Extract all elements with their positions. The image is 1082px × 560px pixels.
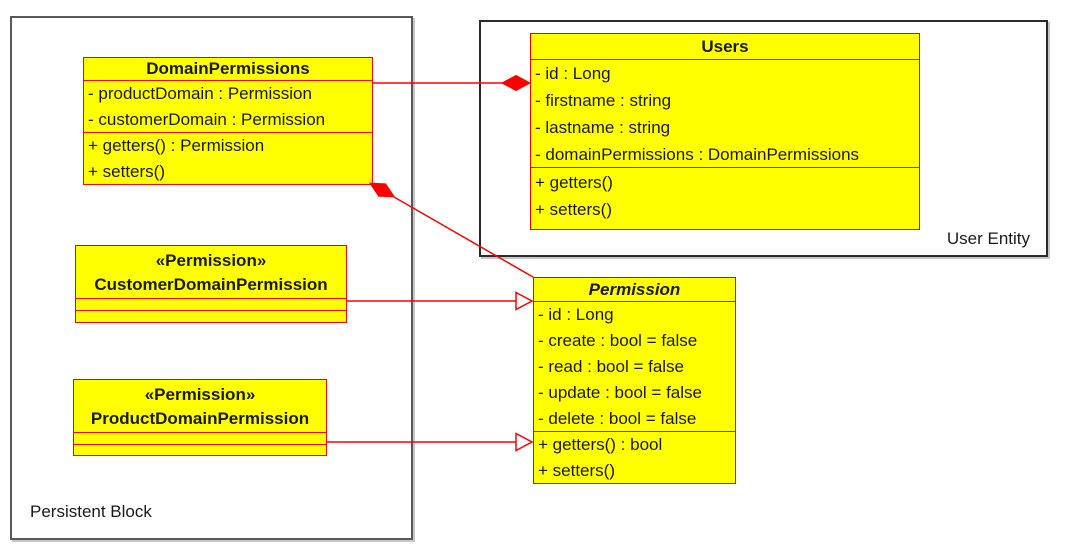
generalization-triangle-icon <box>515 432 534 452</box>
class-attribute: - delete : bool = false <box>538 409 697 428</box>
class-title-with-stereotype: «Permission» ProductDomainPermission <box>74 380 326 432</box>
class-box-customerdomainpermission: «Permission» CustomerDomainPermission <box>75 245 347 323</box>
class-method: + setters() <box>538 461 615 480</box>
class-name: CustomerDomainPermission <box>94 275 328 294</box>
generalization-triangle-icon <box>515 291 534 311</box>
class-method: + getters() <box>535 173 613 192</box>
class-attribute: - productDomain : Permission <box>88 84 312 103</box>
class-title: DomainPermissions <box>146 59 310 78</box>
methods-compartment: + getters() : Permission + setters() <box>84 132 372 184</box>
class-stereotype: «Permission» <box>144 385 256 404</box>
user-entity-label: User Entity <box>946 229 1030 248</box>
class-attribute: - create : bool = false <box>538 331 698 350</box>
class-method: + setters() <box>88 162 165 181</box>
methods-compartment: + getters() : bool + setters() <box>534 431 735 483</box>
methods-compartment-empty <box>76 310 346 322</box>
class-stereotype: «Permission» <box>155 251 267 270</box>
class-attribute: - update : bool = false <box>538 383 702 402</box>
class-title: Users <box>701 37 749 56</box>
class-method: + getters() : Permission <box>88 136 265 155</box>
class-box-domainpermissions: DomainPermissions - productDomain : Perm… <box>83 57 373 185</box>
class-box-users: Users - id : Long - firstname : string -… <box>530 33 920 230</box>
class-attribute: - customerDomain : Permission <box>88 110 326 129</box>
attributes-compartment-empty <box>74 432 326 444</box>
class-title-with-stereotype: «Permission» CustomerDomainPermission <box>76 246 346 298</box>
class-attribute: - id : Long <box>538 305 614 324</box>
attributes-compartment: - id : Long - create : bool = false - re… <box>534 301 735 431</box>
class-box-permission: Permission - id : Long - create : bool =… <box>533 277 736 484</box>
class-box-productdomainpermission: «Permission» ProductDomainPermission <box>73 379 327 456</box>
class-title: Permission <box>588 280 681 299</box>
methods-compartment-empty <box>74 444 326 455</box>
class-attribute: - lastname : string <box>535 118 671 137</box>
attributes-compartment: - id : Long - firstname : string - lastn… <box>531 59 919 167</box>
class-attribute: - id : Long <box>535 64 611 83</box>
attributes-compartment: - productDomain : Permission - customerD… <box>84 80 372 132</box>
class-method: + getters() : bool <box>538 435 663 454</box>
user-entity-container: User Entity <box>479 20 1048 257</box>
persistent-block-container: Persistent Block <box>10 16 413 540</box>
methods-compartment: + getters() + setters() <box>531 167 919 229</box>
class-method: + setters() <box>535 200 612 219</box>
class-attribute: - read : bool = false <box>538 357 685 376</box>
attributes-compartment-empty <box>76 298 346 310</box>
persistent-block-label: Persistent Block <box>30 502 152 521</box>
class-attribute: - domainPermissions : DomainPermissions <box>535 145 860 164</box>
class-name: ProductDomainPermission <box>90 409 310 428</box>
class-attribute: - firstname : string <box>535 91 672 110</box>
